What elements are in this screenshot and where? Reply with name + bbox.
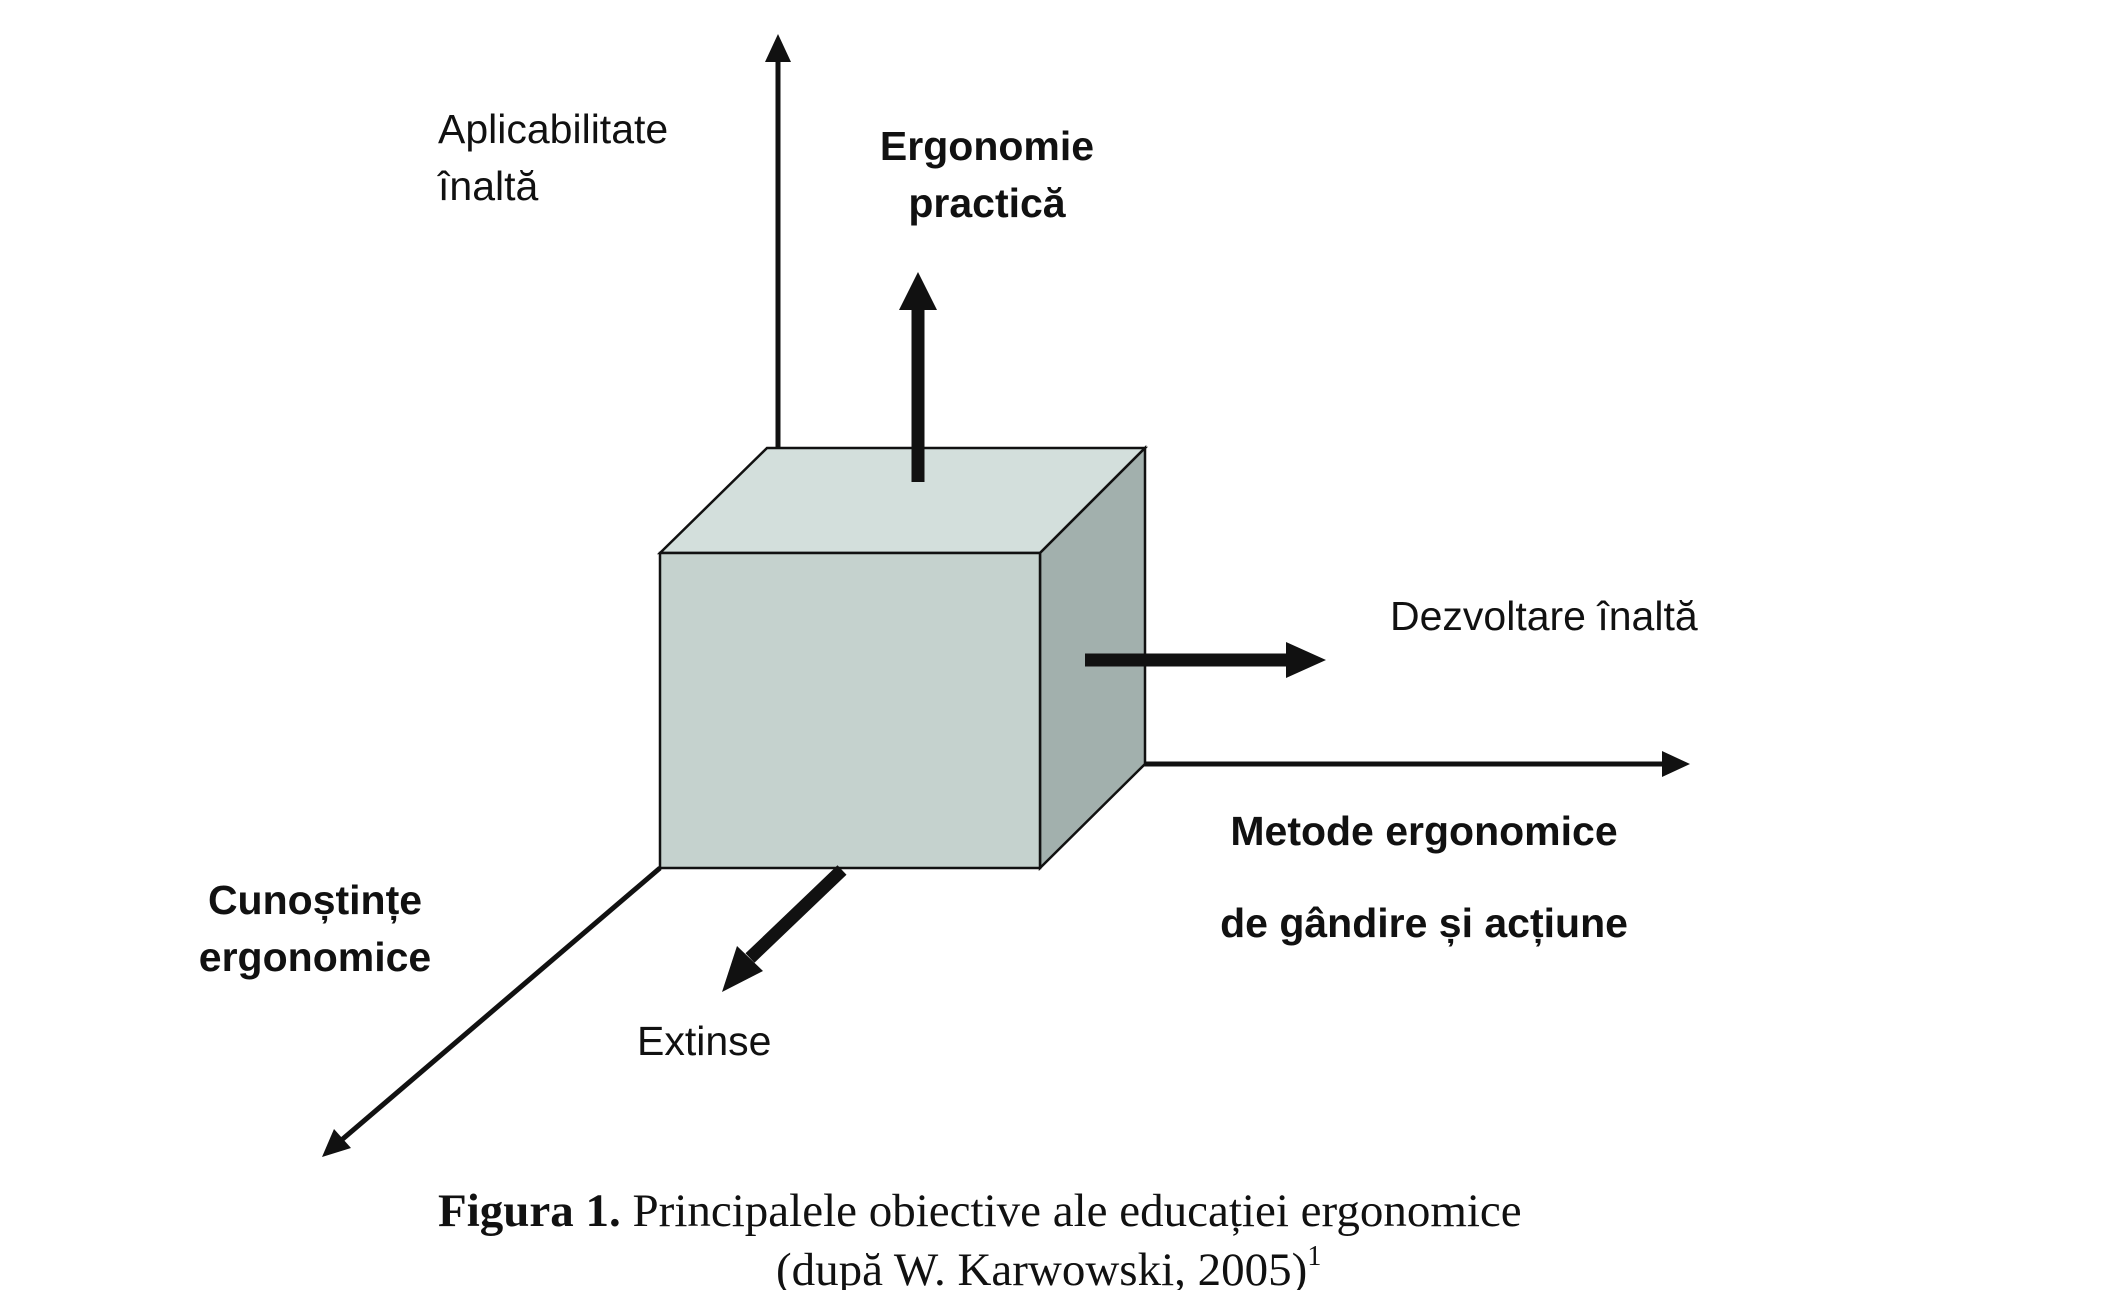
thick-arrow-down-left bbox=[722, 865, 847, 992]
label-practica: practică bbox=[908, 180, 1066, 226]
diagonal-axis-arrowhead bbox=[322, 1129, 351, 1157]
horizontal-axis bbox=[1140, 751, 1690, 777]
cube-front-face bbox=[658, 551, 1042, 870]
horizontal-axis-arrowhead bbox=[1662, 751, 1690, 777]
caption-footnote: 1 bbox=[1307, 1241, 1321, 1272]
caption-source: (după W. Karwowski, 2005) bbox=[776, 1244, 1307, 1290]
figure-caption: Figura 1. Principalele obiective ale edu… bbox=[438, 1185, 1522, 1237]
label-de-gandire-si-actiune: de gândire și acțiune bbox=[1220, 900, 1628, 946]
label-cunostinte: Cunoștințe bbox=[208, 877, 422, 923]
label-aplicabilitate-inalta: înaltă bbox=[437, 163, 538, 209]
caption-label: Figura 1. bbox=[438, 1185, 621, 1237]
thick-arrow-up bbox=[899, 272, 937, 482]
vertical-axis bbox=[765, 34, 791, 450]
label-metode-ergonomice: Metode ergonomice bbox=[1230, 808, 1617, 854]
figure-caption-source: (după W. Karwowski, 2005)1 bbox=[776, 1241, 1321, 1290]
cube bbox=[656, 444, 1149, 871]
label-ergonomice: ergonomice bbox=[199, 934, 431, 980]
diagonal-axis bbox=[322, 866, 662, 1157]
label-dezvoltare-inalta: Dezvoltare înaltă bbox=[1390, 593, 1698, 639]
thick-arrow-right bbox=[1085, 642, 1326, 678]
label-extinse: Extinse bbox=[637, 1018, 771, 1064]
caption-text: Principalele obiective ale educației erg… bbox=[621, 1185, 1522, 1237]
label-aplicabilitate: Aplicabilitate bbox=[438, 106, 668, 152]
label-ergonomie: Ergonomie bbox=[880, 123, 1094, 169]
vertical-axis-arrowhead bbox=[765, 34, 791, 62]
